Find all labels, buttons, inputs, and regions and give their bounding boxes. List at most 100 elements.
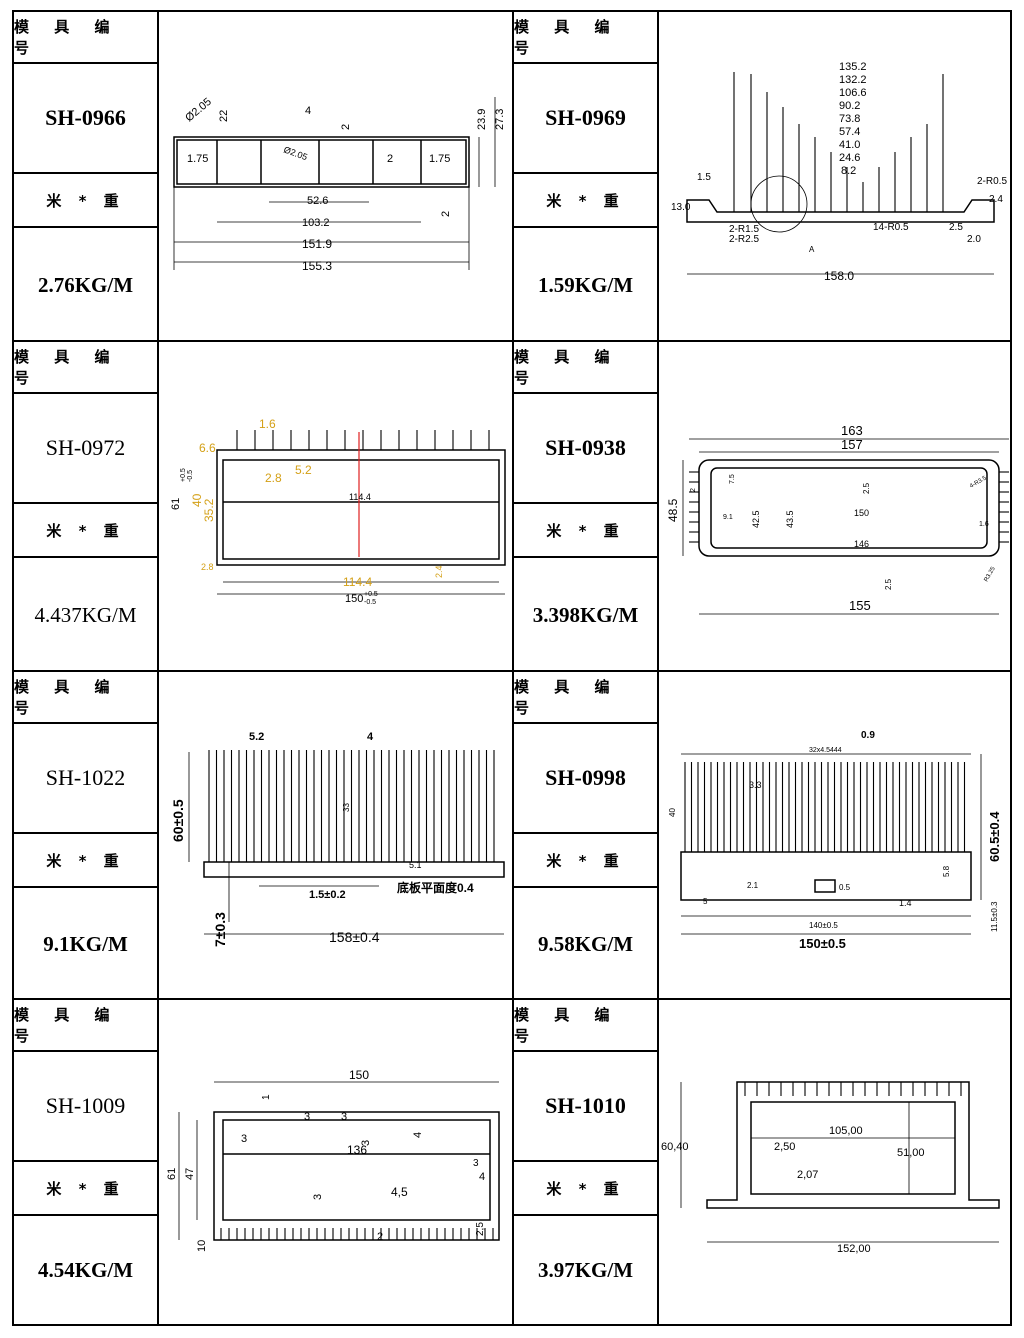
dim-label: 103.2 xyxy=(302,217,330,229)
fin-array xyxy=(236,430,490,450)
catalog-row-3: 模 具 编 号 SH-1022 米 * 重 9.1KG/M 5.2 4 60±0… xyxy=(14,672,1010,1000)
mold-number-header: 模 具 编 号 xyxy=(14,672,157,724)
mold-number-header: 模 具 编 号 xyxy=(514,672,657,724)
label-column-right: 模 具 编 号 SH-0969 米 * 重 1.59KG/M xyxy=(514,12,659,340)
drawing-svg: 105,00 2,50 51,00 60,40 2,07 152,00 xyxy=(661,1081,1000,1255)
mold-number-header: 模 具 编 号 xyxy=(514,12,657,64)
dim-label: 150 xyxy=(345,593,363,605)
dim-label: 22 xyxy=(218,110,230,122)
dim-label: 2 xyxy=(690,488,697,492)
weight-per-meter-label: 米 * 重 xyxy=(14,1162,157,1216)
fin-array xyxy=(208,750,495,862)
dim-label: 60.5±0.4 xyxy=(987,811,1002,862)
catalog-row-4: 模 具 编 号 SH-1009 米 * 重 4.54KG/M 150 1 3 3… xyxy=(14,1000,1010,1324)
dim-label: 5.2 xyxy=(295,463,312,477)
dim-label: -0.5 xyxy=(364,599,376,606)
dim-label: 1.75 xyxy=(187,153,208,165)
dim-label: 2,5 xyxy=(475,1222,486,1236)
dim-label: 2 xyxy=(377,1231,383,1243)
catalog-row-2: 模 具 编 号 SH-0972 米 * 重 4.437KG/M xyxy=(14,342,1010,672)
dim-label: 4 xyxy=(305,105,311,117)
dim-label: 2.1 xyxy=(747,881,759,890)
dim-label: 5.2 xyxy=(249,731,264,743)
dim-label: 157 xyxy=(841,437,863,452)
dim-label: 146 xyxy=(854,539,869,549)
dim-label: 1.6 xyxy=(979,521,989,528)
mold-code: SH-1009 xyxy=(14,1052,157,1162)
weight-value: 4.437KG/M xyxy=(34,602,137,627)
dim-label: 132.2 xyxy=(839,74,867,86)
dim-label: 40 xyxy=(190,493,204,507)
dim-label: 4 xyxy=(367,731,374,743)
dim-label: 52.6 xyxy=(307,195,328,207)
dim-label: 40 xyxy=(668,808,677,817)
profile-drawing-SH-1022: 5.2 4 60±0.5 33 5.1 1.5±0.2 底板平面度0.4 7±0… xyxy=(159,672,514,998)
weight-per-meter-label: 米 * 重 xyxy=(14,504,157,558)
side-fins xyxy=(689,471,1009,543)
weight-value: 9.58KG/M xyxy=(537,931,634,956)
drawing-svg: 1.6 6.6 2.8 5.2 61 +0.5 -0.5 40 35.2 114… xyxy=(170,417,506,606)
mold-number-header: 模 具 编 号 xyxy=(14,1000,157,1052)
dim-label: 2,50 xyxy=(774,1141,795,1153)
dim-label: 105,00 xyxy=(829,1125,863,1137)
dim-label: 4,5 xyxy=(391,1185,408,1199)
dim-label: 5 xyxy=(703,897,708,906)
dim-label: 27.3 xyxy=(494,109,506,130)
dim-label: 2.5 xyxy=(949,222,963,233)
dim-label: 150±0.5 xyxy=(799,936,846,951)
dim-label: 41.0 xyxy=(839,139,860,151)
dim-label: 155.3 xyxy=(302,259,332,273)
dim-label: 7±0.3 xyxy=(212,912,228,947)
dim-label: 4 xyxy=(479,1171,485,1183)
dim-label: 3 xyxy=(304,1111,310,1123)
label-column-right: 模 具 编 号 SH-0998 米 * 重 9.58KG/M xyxy=(514,672,659,998)
weight-value: 1.59KG/M xyxy=(537,272,634,297)
dim-label: 135.2 xyxy=(839,61,867,73)
dim-label: 42.5 xyxy=(751,510,761,528)
mold-number-header: 模 具 编 号 xyxy=(514,342,657,394)
dim-label: 2 xyxy=(340,124,352,130)
dim-label: Ø2.05 xyxy=(282,144,308,162)
dim-label: 60,40 xyxy=(661,1141,689,1153)
drawing-svg: 32x4.5444 0.9 3.3 40 60.5±0.4 5 2.1 0.5 … xyxy=(668,730,1002,951)
dim-label: 140±0.5 xyxy=(809,921,838,930)
catalog-sheet: 模 具 编 号 SH-0966 米 * 重 2.76KG/M xyxy=(12,10,1012,1326)
dim-label: +0.5 xyxy=(180,468,187,482)
dim-label: 48.5 xyxy=(666,498,680,522)
mold-code: SH-0966 xyxy=(14,64,157,174)
dim-label: 0.9 xyxy=(861,730,875,741)
dim-label: 2.5 xyxy=(884,578,893,590)
dim-label: 13.0 xyxy=(671,202,691,213)
dim-label: 2-R2.5 xyxy=(729,234,759,245)
dim-label: 24.6 xyxy=(839,152,860,164)
weight-per-meter-label: 米 * 重 xyxy=(514,834,657,888)
profile-drawing-SH-0969: 135.2 132.2 106.6 90.2 73.8 57.4 41.0 24… xyxy=(659,12,1010,340)
dim-label: 2.4 xyxy=(434,565,444,578)
dim-label: 9.1 xyxy=(723,514,733,521)
mold-code: SH-0998 xyxy=(514,724,657,834)
weight-value: 3.97KG/M xyxy=(537,1257,634,1282)
dim-label: 35.2 xyxy=(202,498,216,522)
label-column-left: 模 具 编 号 SH-1022 米 * 重 9.1KG/M xyxy=(14,672,159,998)
dim-label: 1.5±0.2 xyxy=(309,889,346,901)
dim-label: 4 xyxy=(412,1132,424,1138)
mold-code: SH-1022 xyxy=(14,724,157,834)
dim-label: 2.8 xyxy=(265,471,282,485)
profile-drawing-SH-1010: 105,00 2,50 51,00 60,40 2,07 152,00 xyxy=(659,1000,1010,1324)
weight-per-meter-label: 米 * 重 xyxy=(14,174,157,228)
dim-label: 32x4.5444 xyxy=(809,747,842,754)
dim-label: 3 xyxy=(473,1158,479,1169)
dim-label: 6.6 xyxy=(199,441,216,455)
drawing-svg: Ø2.05 22 4 2 23.9 27.3 Ø2.05 1.75 2 1.75… xyxy=(173,96,506,273)
fin-array xyxy=(684,762,966,852)
dim-label: 155 xyxy=(849,598,871,613)
mold-code: SH-0969 xyxy=(514,64,657,174)
dim-label: 73.8 xyxy=(839,113,860,125)
dim-label: 2 xyxy=(387,153,393,165)
dim-label: 158±0.4 xyxy=(329,929,380,945)
weight-per-meter-label: 米 * 重 xyxy=(514,504,657,558)
fin-array xyxy=(733,72,944,212)
drawing-svg: 163 157 48.5 7.5 2 2.5 4-R3.5 9.1 42.5 4… xyxy=(666,423,1009,615)
dim-label: 3 xyxy=(241,1133,247,1145)
dim-label: 2.0 xyxy=(967,234,981,245)
